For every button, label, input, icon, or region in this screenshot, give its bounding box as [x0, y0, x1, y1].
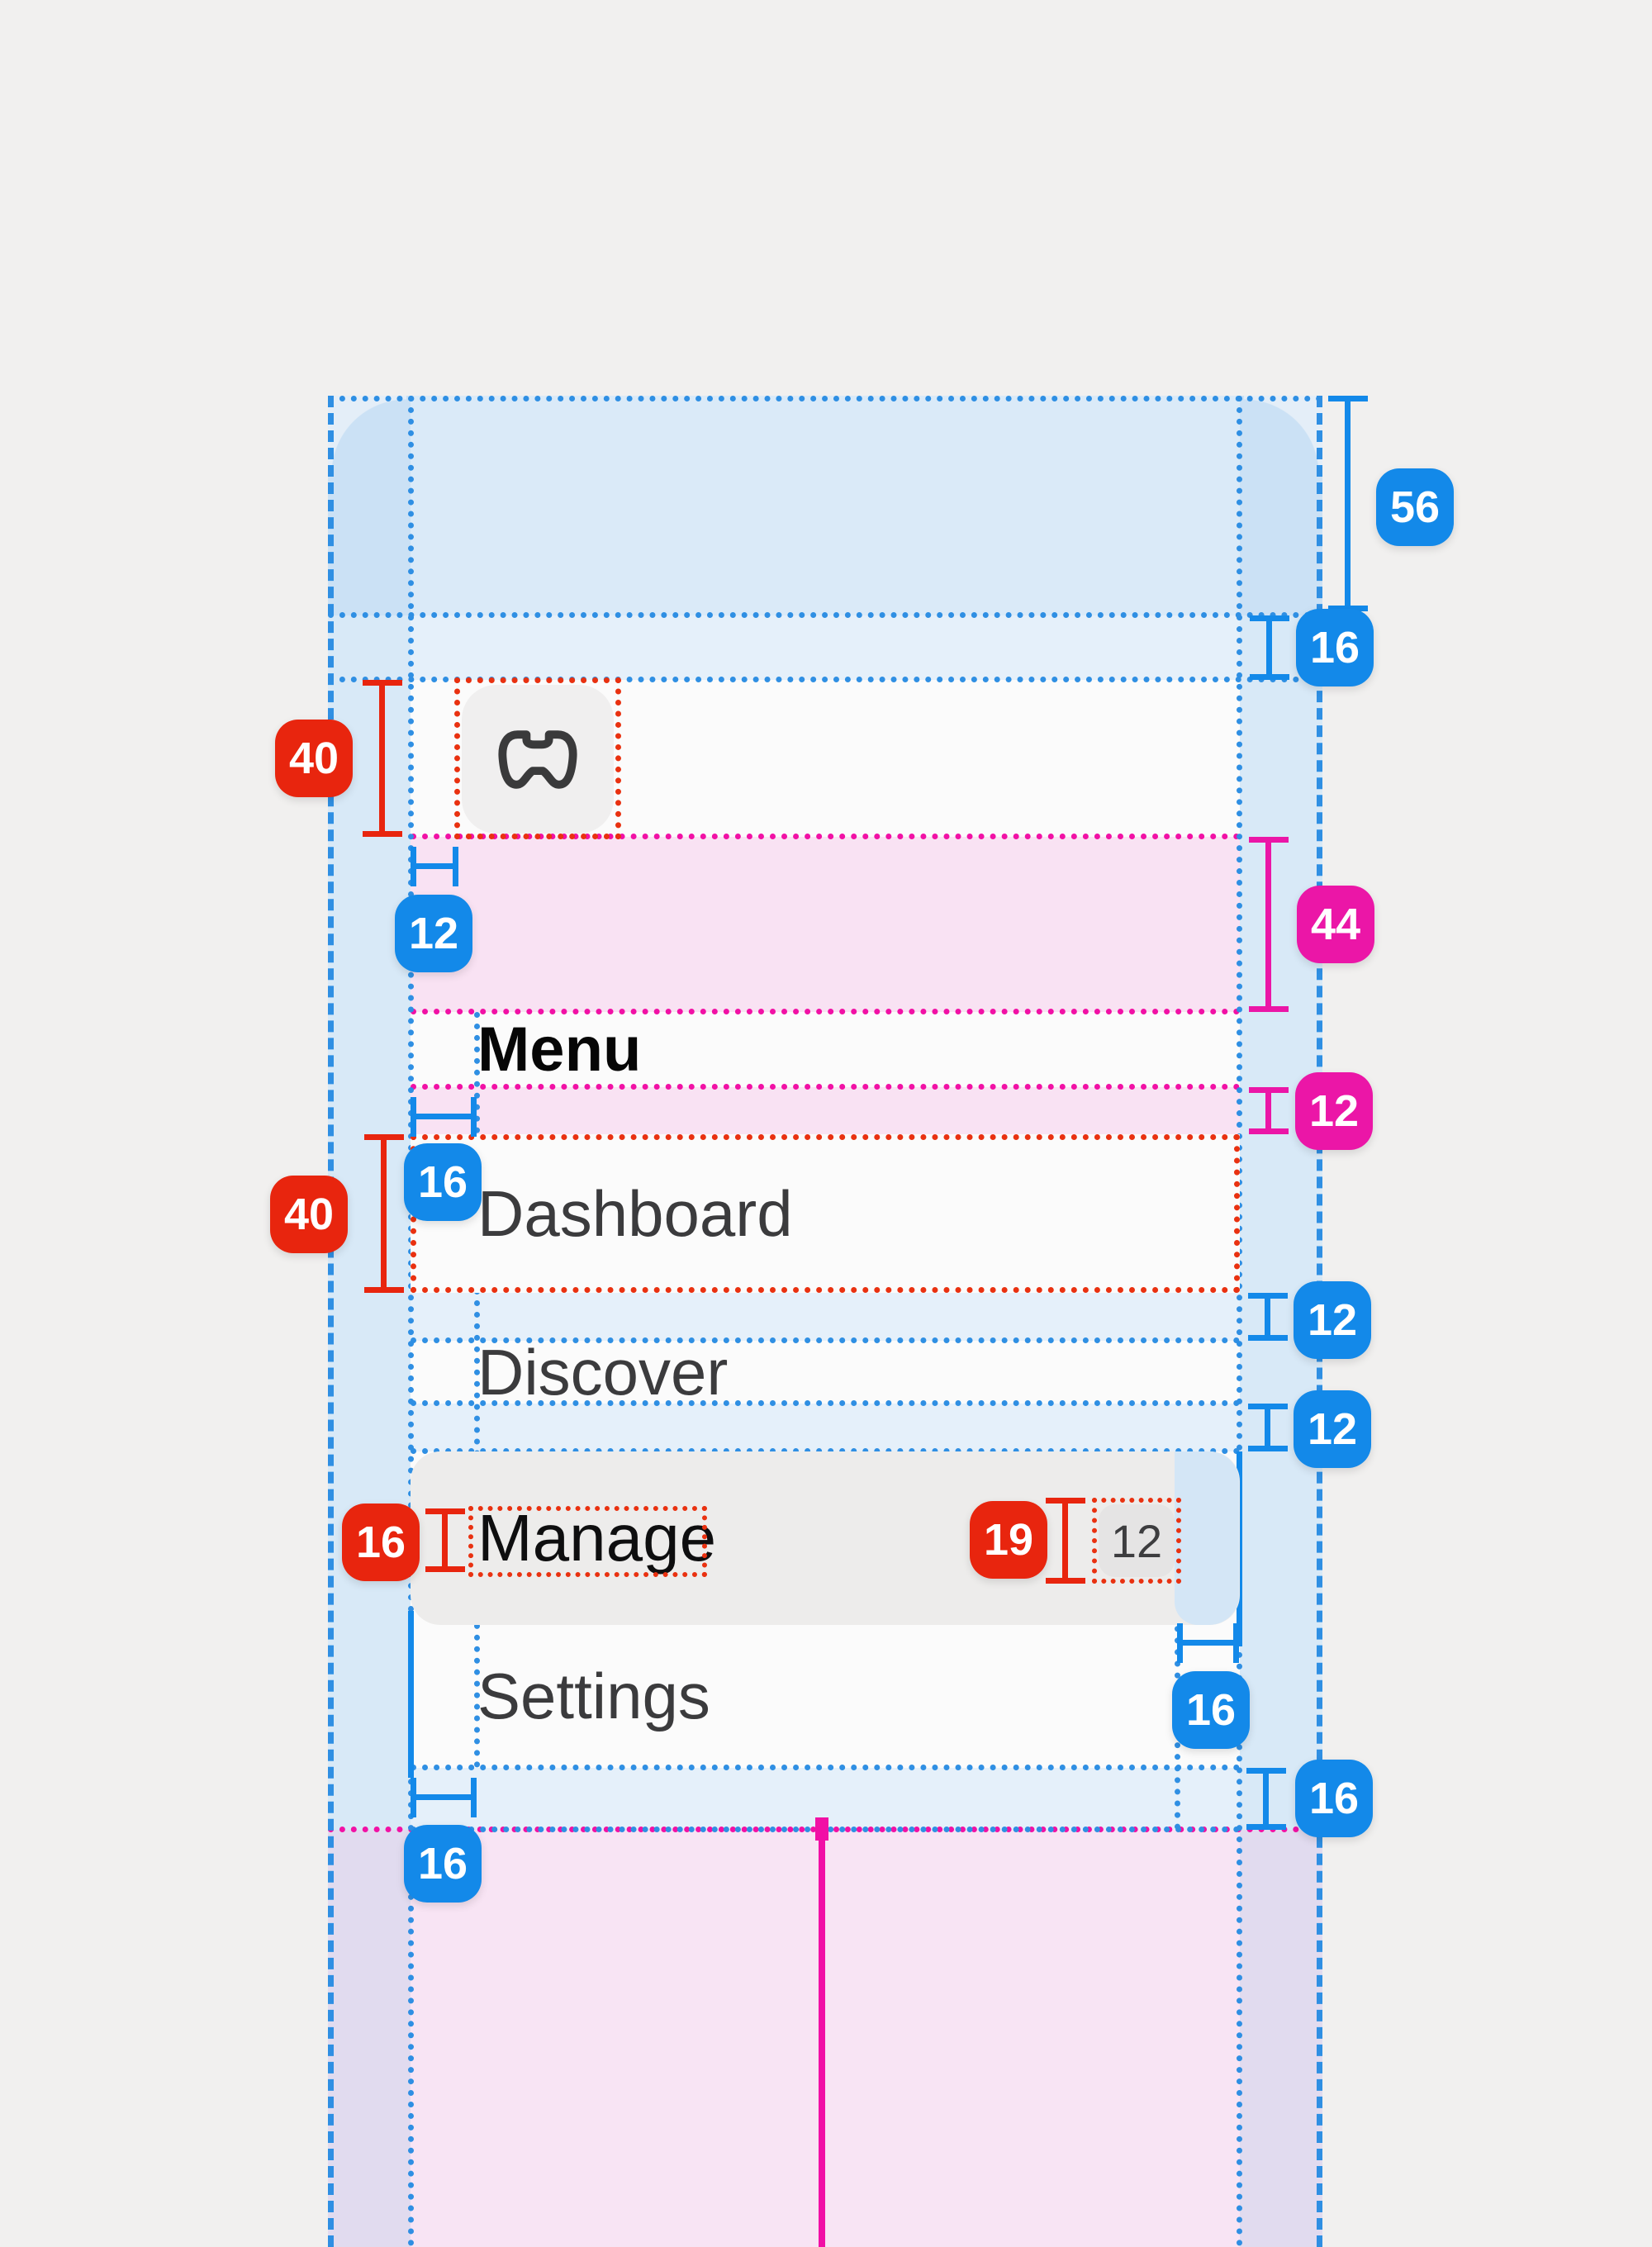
item-indent-beam	[411, 1097, 477, 1137]
screen-corner-right	[1244, 396, 1322, 474]
content-block-overlay	[411, 1830, 1240, 2247]
content-margin-right	[1240, 1830, 1322, 2247]
header-band-bottom-boundary	[411, 1009, 1240, 1014]
manage-font-badge: 16	[342, 1504, 420, 1581]
content-center-guide	[819, 1830, 825, 2247]
manage-top-boundary	[411, 1448, 1240, 1454]
logo-tile	[462, 685, 614, 834]
logo-indent-beam	[411, 847, 458, 886]
top-gap-badge: 16	[1296, 609, 1374, 686]
bottom-gap-badge: 16	[1295, 1760, 1373, 1837]
manage-label: Manage	[477, 1501, 717, 1575]
manage-counter-badge: 12	[1099, 1504, 1175, 1577]
trailing-margin-beam	[1177, 1623, 1239, 1663]
top-gap-beam	[1250, 615, 1289, 680]
margin-column-right	[1240, 615, 1322, 1830]
text-indent-guide	[474, 1012, 480, 1768]
menu-title-row	[411, 1012, 1240, 1087]
status-bar-bottom-boundary	[328, 612, 1322, 618]
discover-row-bg	[411, 1341, 1240, 1404]
bottom-indent-badge: 16	[404, 1825, 482, 1903]
bottom-indent-beam	[411, 1778, 477, 1817]
bottom-indent-extension-line	[408, 1611, 414, 1778]
counter-height-badge: 19	[970, 1501, 1047, 1579]
content-margin-left	[328, 1830, 411, 2247]
item-height-badge: 40	[270, 1176, 348, 1253]
top-gap-band	[411, 615, 1240, 680]
item-gap1-bottom-boundary	[411, 1337, 1240, 1343]
content-left-guide	[408, 396, 414, 2247]
item-gap1-beam	[1248, 1293, 1288, 1341]
counter-height-beam	[1046, 1498, 1085, 1584]
menu-title: Menu	[477, 1014, 642, 1085]
trailing-margin-badge: 16	[1172, 1671, 1250, 1749]
item-indent-badge: 16	[404, 1143, 482, 1221]
item-gap-band-2	[411, 1404, 1240, 1451]
status-bar-overlay	[411, 396, 1240, 615]
menu-item-dashboard[interactable]: Dashboard	[477, 1176, 793, 1250]
item-gap-band-1	[411, 1293, 1240, 1341]
content-right-guide	[1237, 396, 1242, 2247]
logo-size-beam	[363, 680, 402, 837]
game-controller-icon	[496, 727, 579, 792]
title-gap-beam	[1249, 1087, 1289, 1134]
item-gap2-badge: 12	[1294, 1390, 1371, 1468]
header-band-badge: 44	[1297, 886, 1374, 963]
settings-row-bg	[411, 1625, 1240, 1768]
settings-bottom-boundary	[411, 1765, 1240, 1770]
status-bar-height-badge: 56	[1376, 468, 1454, 546]
menu-item-discover[interactable]: Discover	[477, 1335, 729, 1409]
bottom-gap-beam	[1246, 1768, 1286, 1830]
item-height-beam	[364, 1134, 404, 1293]
screen-top-boundary	[328, 396, 1322, 401]
screen-edge-left-guide	[328, 396, 334, 2247]
manage-font-beam	[425, 1508, 465, 1572]
title-gap-top-boundary	[411, 1084, 1240, 1090]
screen-corner-left	[328, 396, 406, 474]
header-band-top-boundary	[411, 834, 1240, 839]
logo-indent-badge: 12	[395, 895, 472, 972]
logo-row-top-boundary	[328, 677, 1322, 682]
header-band-beam	[1249, 837, 1289, 1012]
trailing-margin-overlay	[1175, 1451, 1239, 1625]
dashboard-row-spec-box	[411, 1134, 1240, 1293]
status-bar-height-beam	[1328, 396, 1368, 611]
counter-badge-spec-box	[1092, 1498, 1181, 1584]
discover-bottom-boundary	[411, 1400, 1240, 1406]
logo-spec-box	[454, 677, 621, 839]
header-band-overlay	[411, 837, 1240, 1012]
logo-size-badge: 40	[275, 720, 353, 797]
title-gap-band	[411, 1087, 1240, 1134]
item-gap1-badge: 12	[1294, 1281, 1371, 1359]
item-gap2-beam	[1248, 1404, 1288, 1451]
manage-label-spec-box	[468, 1506, 707, 1577]
menu-item-settings[interactable]: Settings	[477, 1660, 710, 1732]
title-gap-badge: 12	[1295, 1072, 1373, 1150]
